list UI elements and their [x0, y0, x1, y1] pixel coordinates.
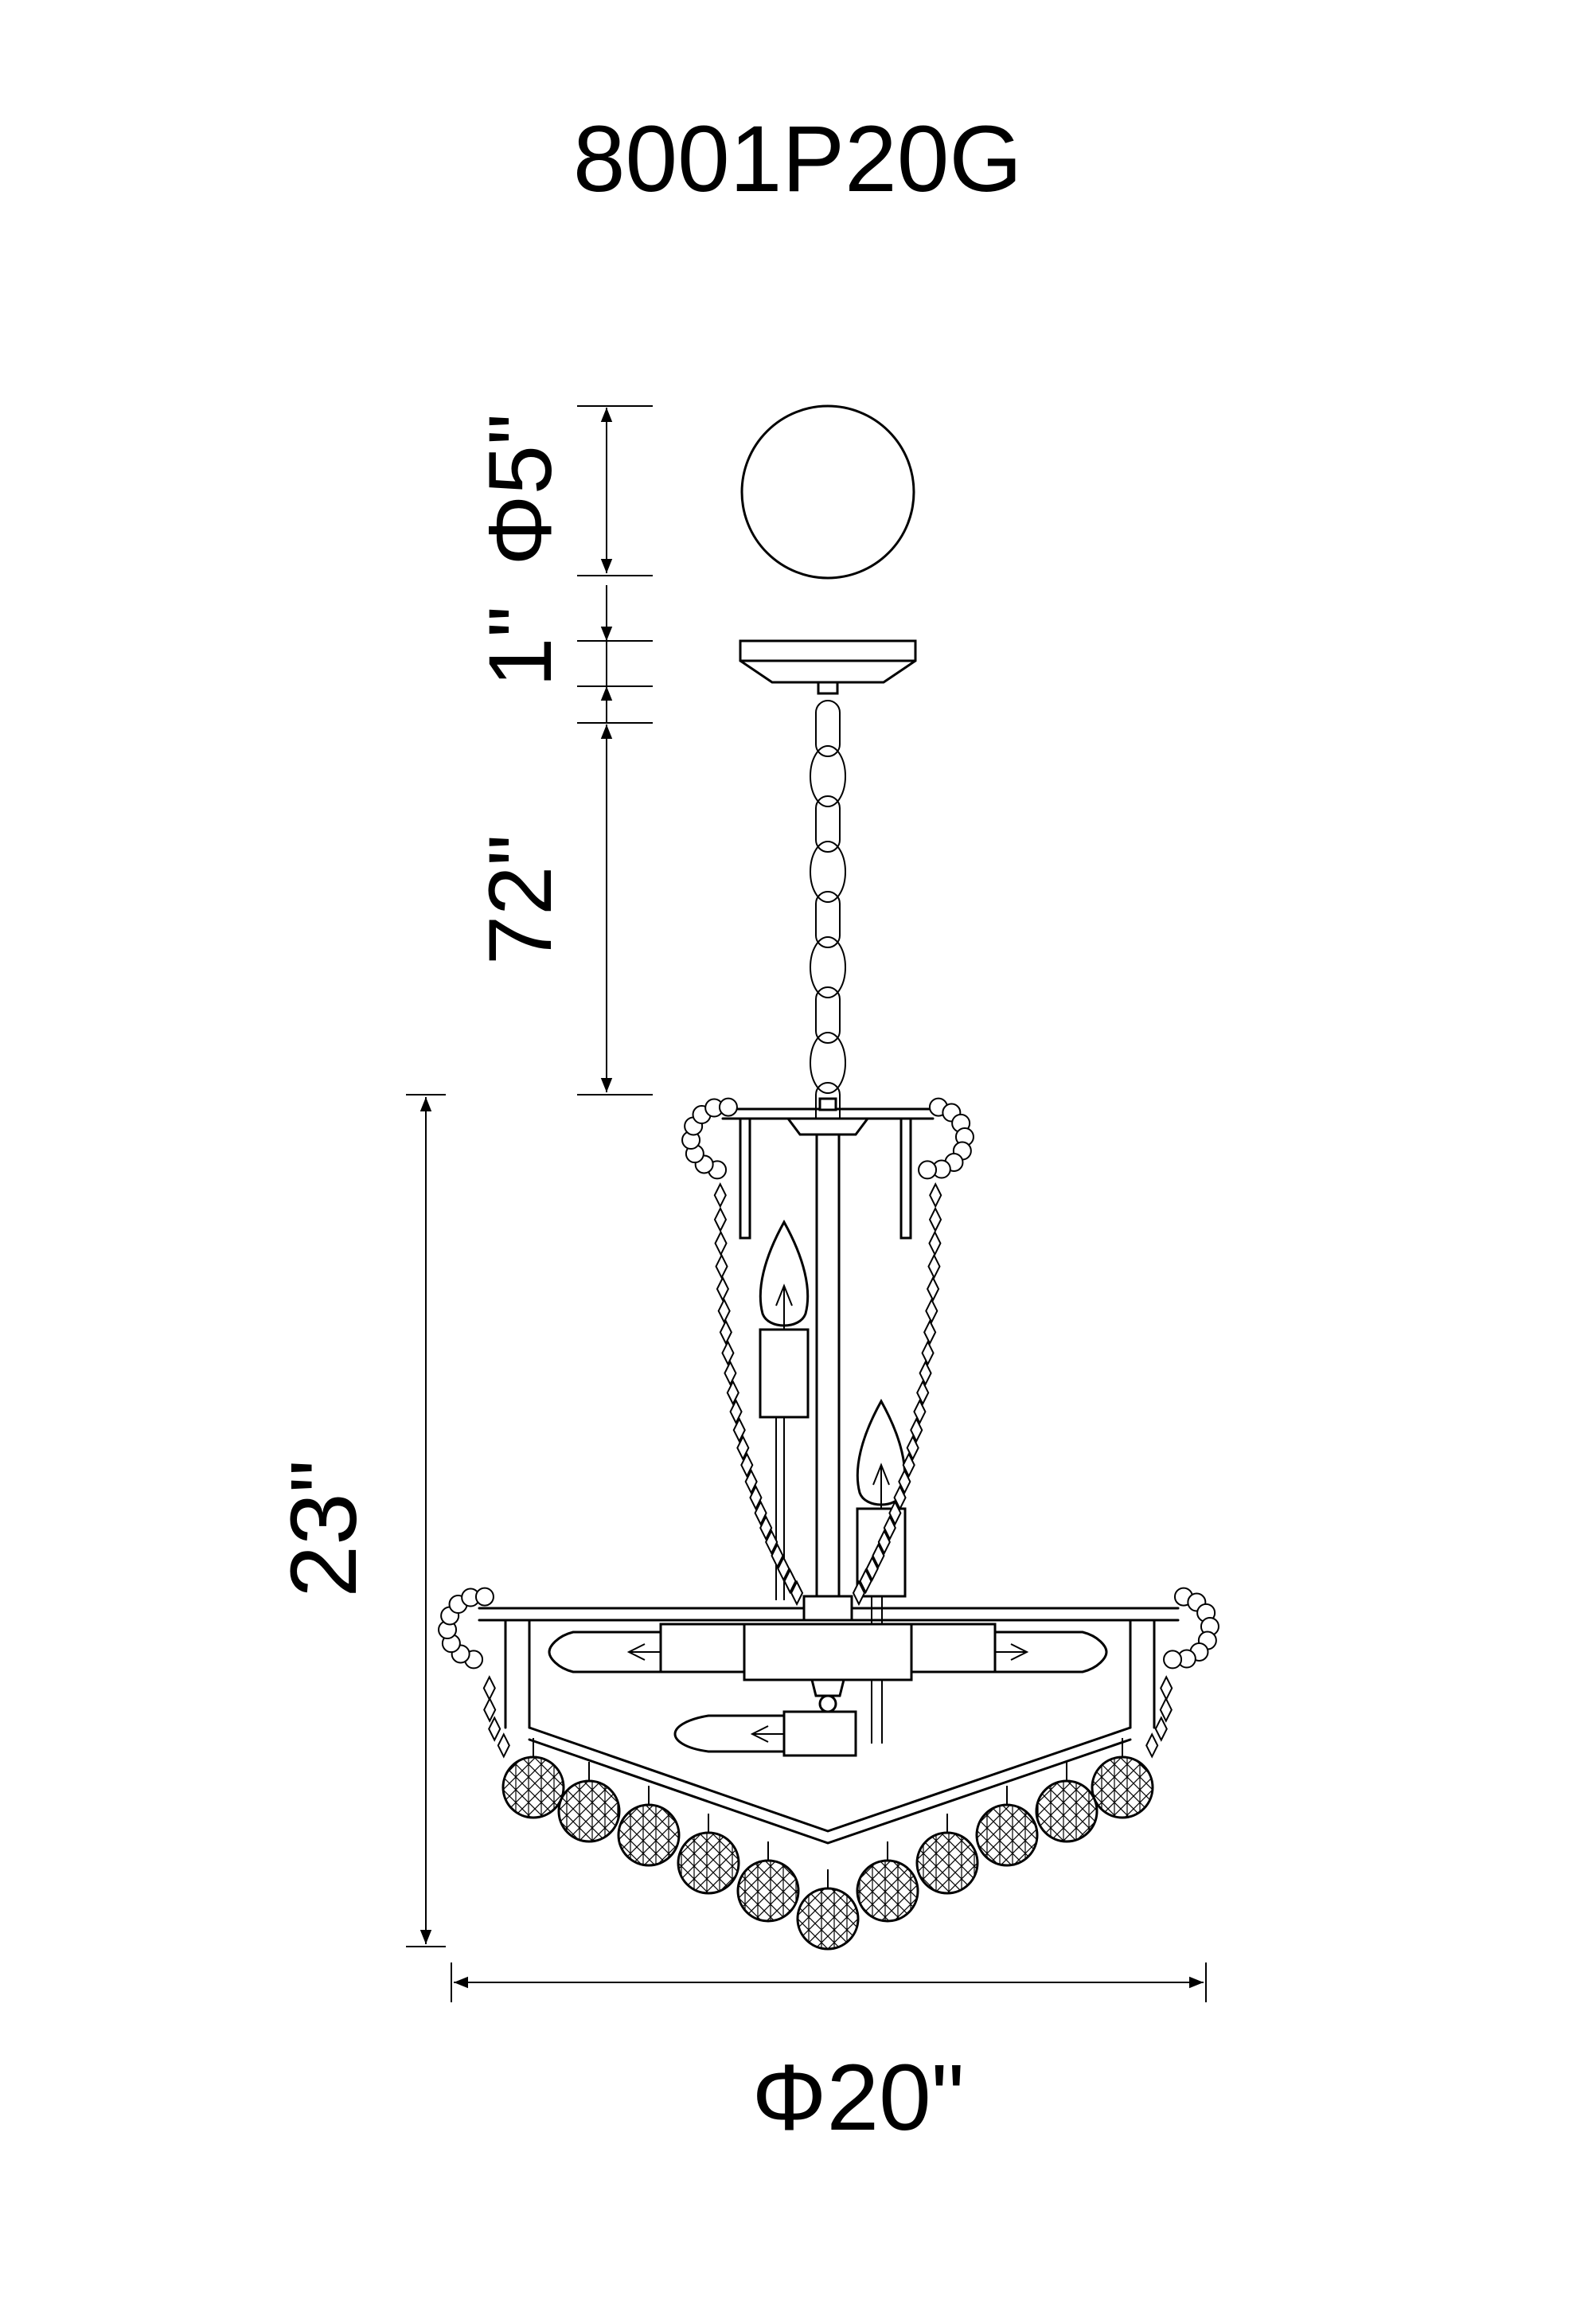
crystal-strand-left [759, 1514, 773, 1541]
crystal-ball-pendants [501, 1738, 1154, 1951]
crystal-strand-right [902, 1451, 915, 1478]
crystal-strand-right [923, 1319, 937, 1345]
hanging-chain [810, 700, 846, 1139]
crystal-strand-right [859, 1568, 872, 1595]
crystal-strand-left [713, 1206, 728, 1233]
crystal-ball [617, 1803, 681, 1867]
crystal-strand-left [777, 1556, 790, 1582]
crystal-strand-right [928, 1206, 942, 1233]
model-number-title: 8001P20G [573, 107, 1022, 212]
crystal-strand-right [921, 1340, 935, 1366]
fixture-diameter-label: Φ20" [751, 2045, 964, 2150]
crystal-strand-left [765, 1529, 778, 1556]
crystal-strand-right [883, 1514, 896, 1541]
crystal-ball [975, 1803, 1039, 1867]
crystal-strand-right-lower [1154, 1716, 1168, 1742]
crystal-strand-left [783, 1568, 797, 1595]
crystal-strand-right [913, 1398, 927, 1425]
crystal-ball [736, 1859, 800, 1923]
crystal-strand-left [754, 1500, 767, 1526]
canopy-side-view [739, 639, 917, 695]
crystal-strand-right [929, 1182, 942, 1209]
dimension-line-width [451, 1962, 1207, 2002]
crystal-strand-right [928, 1230, 942, 1256]
crystal-strand-right [877, 1529, 891, 1556]
crystal-ball [796, 1887, 860, 1951]
crystal-strand-left [717, 1298, 731, 1324]
dimension-line-height [406, 1094, 446, 1947]
crystal-strand-right [910, 1417, 923, 1443]
chain-link [815, 986, 841, 1044]
chain-link [810, 936, 846, 998]
canopy-diameter-label: Φ5" [470, 413, 570, 565]
crystal-strand-right [919, 1360, 932, 1387]
crystal-strand-left-lower [488, 1716, 501, 1742]
crystal-strand-right-lower [1159, 1697, 1173, 1723]
crystal-strand-left [719, 1319, 732, 1345]
crystal-strand-left [724, 1360, 737, 1387]
chain-link [810, 745, 846, 807]
crystal-strand-left [716, 1275, 730, 1302]
fixture-height-label: 23" [271, 1459, 377, 1597]
chandelier-frame [478, 1097, 1180, 1845]
crystal-strand-right [893, 1484, 907, 1511]
crystal-strand-left [732, 1417, 746, 1443]
chain-link [810, 1032, 846, 1094]
crystal-strand-left-lower [483, 1697, 497, 1723]
crystal-strand-left-lower [482, 1675, 496, 1701]
crystal-strand-right [898, 1468, 911, 1495]
chain-length-label: 72" [470, 834, 570, 965]
chain-link [815, 795, 841, 853]
crystal-ball [1035, 1779, 1098, 1843]
candle-bulb-upper [759, 1219, 810, 1600]
crystal-strand-right [906, 1435, 919, 1461]
candle-bulb-right-arm [993, 1631, 1108, 1673]
crystal-ball [1091, 1755, 1154, 1819]
bead-loop [1163, 1650, 1183, 1670]
crystal-strand-right [926, 1275, 940, 1302]
crystal-strand-right [925, 1298, 938, 1324]
crystal-strand-left [736, 1435, 750, 1461]
crystal-strand-right [865, 1556, 879, 1582]
dimension-lines-upper [577, 405, 653, 1095]
candle-bulb-front [673, 1714, 786, 1753]
bead-loop [718, 1097, 738, 1117]
crystal-strand-right [872, 1542, 885, 1569]
crystal-strand-left [721, 1340, 735, 1366]
crystal-strand-left [790, 1580, 804, 1607]
crystal-strand-right [916, 1380, 930, 1406]
crystal-strand-left [749, 1484, 763, 1511]
crystal-strand-left [740, 1451, 754, 1478]
crystal-strand-right [927, 1253, 941, 1279]
crystal-strand-right-lower [1160, 1675, 1173, 1701]
bead-loop [474, 1587, 494, 1607]
crystal-strand-left [715, 1253, 728, 1279]
crystal-strand-right-lower [1145, 1732, 1159, 1759]
crystal-strand-left-lower [497, 1732, 510, 1759]
crystal-ball [856, 1859, 919, 1923]
candle-bulb-left [548, 1631, 662, 1673]
canopy-height-label: 1" [470, 606, 570, 687]
crystal-strand-left [714, 1230, 728, 1256]
crystal-ball [557, 1779, 621, 1843]
crystal-strand-left [729, 1398, 743, 1425]
crystal-strand-left [744, 1468, 758, 1495]
bead-loop [918, 1160, 938, 1180]
crystal-bead-strands [438, 1097, 1219, 1759]
crystal-strand-right [852, 1580, 866, 1607]
chain-link [810, 841, 846, 903]
crystal-strand-left [771, 1542, 784, 1569]
canopy-top-view [740, 404, 915, 580]
crystal-ball [915, 1831, 979, 1895]
chain-link [815, 891, 841, 948]
crystal-strand-right [888, 1500, 902, 1526]
crystal-strand-left [713, 1182, 727, 1209]
crystal-ball [677, 1831, 740, 1895]
crystal-strand-left [726, 1380, 739, 1406]
crystal-ball [501, 1755, 565, 1819]
chain-link [815, 700, 841, 757]
